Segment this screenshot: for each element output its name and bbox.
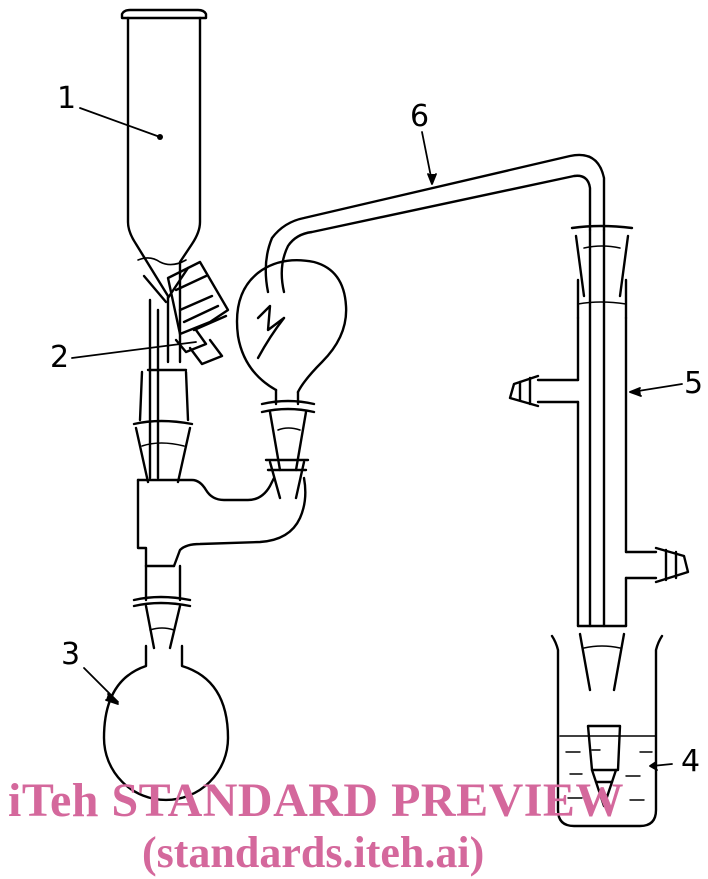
funnel-stem-joint	[132, 298, 194, 484]
callout-4: 4	[681, 744, 701, 779]
callout-3: 3	[61, 637, 81, 672]
flask-joint	[132, 564, 192, 650]
distillation-head	[235, 259, 348, 472]
vapour-tube	[264, 153, 606, 294]
dropping-funnel	[120, 8, 208, 364]
receiver-beaker	[550, 634, 664, 828]
condenser	[508, 224, 690, 692]
leader-lines	[71, 107, 683, 771]
callout-6: 6	[410, 99, 430, 134]
callout-1: 1	[57, 81, 77, 116]
callout-5: 5	[684, 366, 704, 401]
adapter-body	[136, 458, 310, 568]
watermark-title: iTeh STANDARD PREVIEW	[8, 774, 624, 827]
callout-2: 2	[50, 340, 70, 375]
stopcock	[166, 260, 230, 366]
watermark-url: (standards.iteh.ai)	[142, 828, 485, 877]
round-bottom-flask	[102, 644, 230, 802]
